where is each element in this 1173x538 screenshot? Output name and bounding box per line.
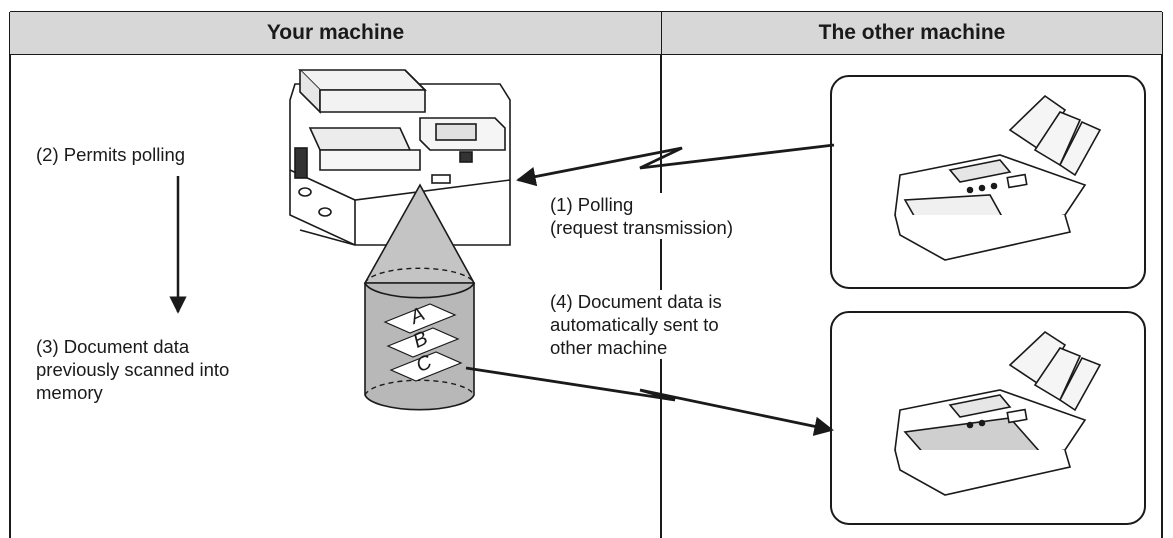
step-1-label: (1) Polling (request transmission) [550, 193, 734, 239]
document-sent-arrow [465, 366, 834, 436]
polling-request-arrow [516, 143, 835, 187]
header-other-machine: The other machine [662, 12, 1162, 54]
header-your-machine: Your machine [10, 12, 661, 54]
fax-machine-with-document-icon [830, 311, 1146, 525]
fax-machine-icon [830, 75, 1146, 289]
step-2-label: (2) Permits polling [36, 144, 186, 165]
step-3-label: (3) Document data previously scanned int… [36, 336, 230, 403]
memory-cylinder-icon [363, 183, 476, 411]
step-4-label: (4) Document data is automatically sent … [550, 290, 722, 359]
multifunction-printer-icon [289, 69, 511, 246]
